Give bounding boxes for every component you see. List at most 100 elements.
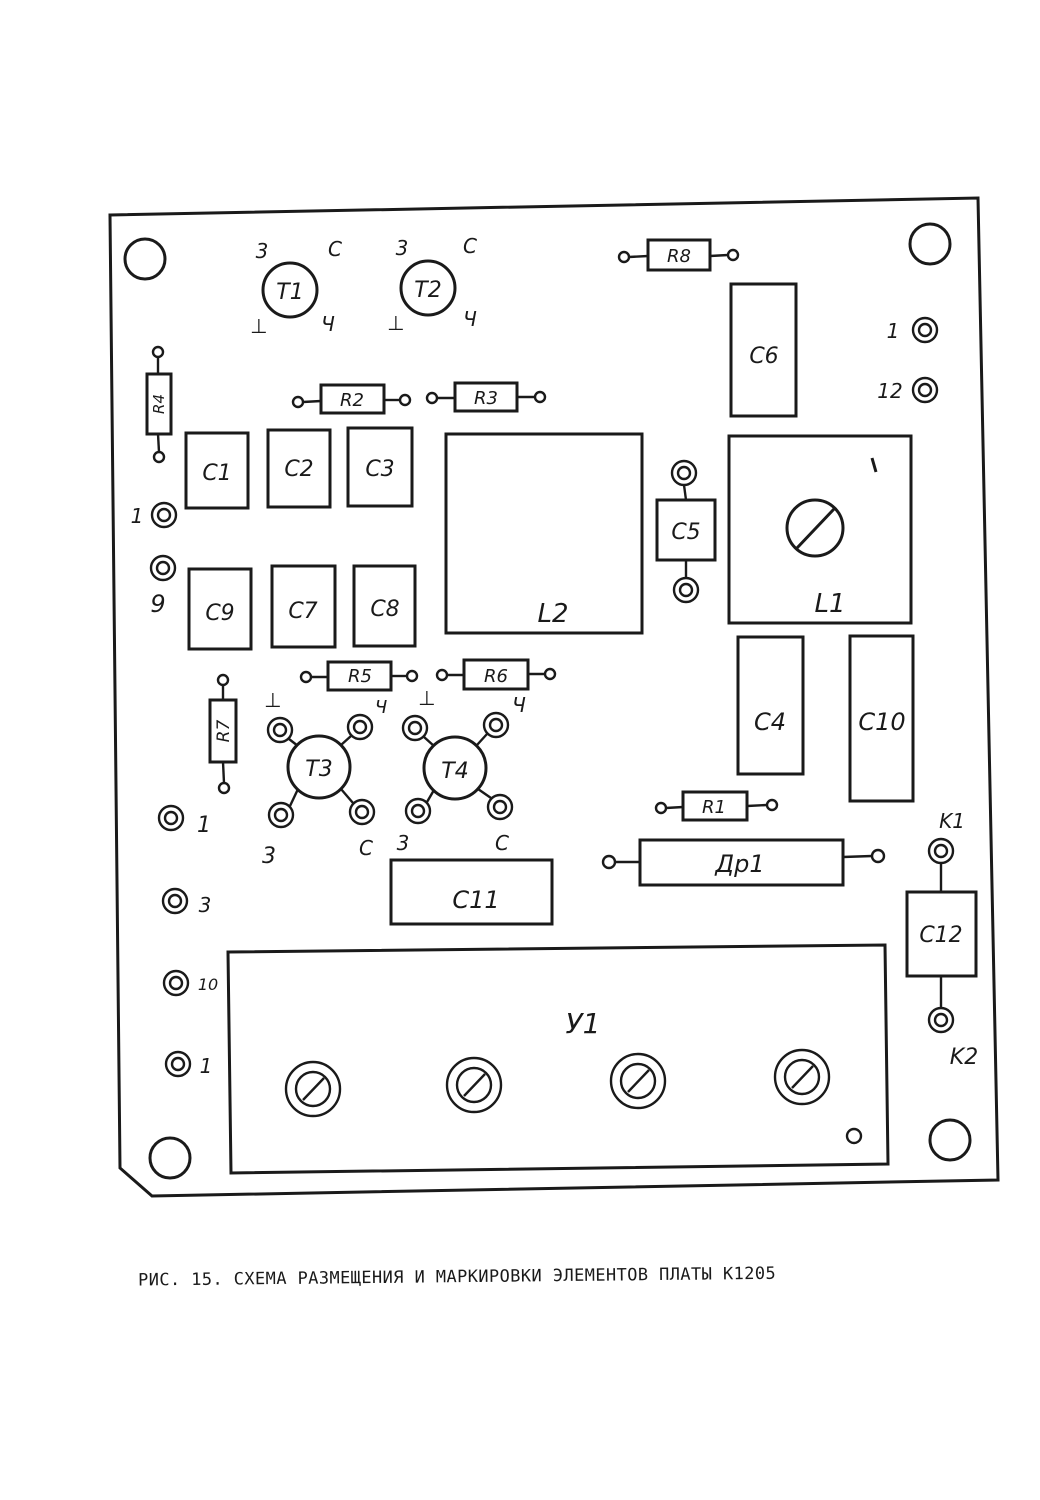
k2-label: K2 — [950, 1045, 978, 1070]
l2-label: L2 — [537, 599, 568, 629]
k1-label: K1 — [939, 809, 965, 833]
transistor-t4: T4 ⊥ Ч 3 C — [397, 686, 527, 855]
pad-pin-3: 3 — [161, 887, 212, 917]
c8-label: C8 — [370, 597, 399, 622]
inductor-l2: L2 — [444, 432, 644, 635]
choke-dr1: Др1 — [601, 838, 886, 887]
resistor-r3: R3 — [425, 381, 547, 413]
dr1-label: Др1 — [714, 850, 764, 878]
capacitor-c10: C10 — [848, 634, 915, 803]
t1-pin-c: C — [328, 237, 342, 261]
capacitor-c5: C5 — [655, 459, 717, 604]
t3-pin-ch: Ч — [375, 697, 387, 718]
t1-pin-e: 3 — [256, 239, 269, 263]
c9-label: C9 — [205, 601, 234, 626]
capacitor-c8: C8 — [352, 564, 417, 648]
capacitor-c7: C7 — [270, 564, 337, 649]
t4-label: T4 — [441, 759, 468, 784]
trimmer-3 — [609, 1052, 667, 1110]
trimmer-1 — [284, 1060, 342, 1118]
c11-label: C11 — [452, 886, 499, 914]
resistor-r2: R2 — [291, 383, 412, 415]
t3-label: T3 — [305, 757, 332, 782]
resistor-r4: R4 — [145, 345, 173, 464]
resistor-r5: R5 — [299, 660, 419, 692]
pad-pin-10: 10 — [162, 969, 218, 997]
mounting-hole-bottom-right — [928, 1118, 972, 1162]
transistor-t1: T1 3 C ⊥ Ч — [250, 237, 342, 338]
capacitor-c11: C11 — [389, 858, 554, 926]
r4-label: R4 — [150, 394, 168, 414]
t3-pin-b: ⊥ — [264, 688, 281, 712]
c4-label: C4 — [754, 708, 786, 736]
capacitor-c1: C1 — [184, 431, 250, 510]
r5-label: R5 — [348, 666, 372, 687]
mounting-hole-top-right — [908, 222, 952, 266]
mounting-hole-bottom-left — [148, 1136, 192, 1180]
r3-label: R3 — [474, 388, 498, 409]
mounting-hole-top-left — [123, 237, 167, 281]
t1-pin-b: ⊥ — [250, 314, 267, 338]
resistor-r6: R6 — [435, 658, 557, 691]
t4-pin-b: ⊥ — [418, 686, 435, 710]
capacitor-c6: C6 — [729, 282, 798, 418]
transistor-t2: T2 3 C ⊥ Ч — [387, 234, 477, 335]
r1-label: R1 — [702, 797, 726, 818]
t4-pin-ch: Ч — [512, 693, 526, 717]
c6-label: C6 — [749, 344, 778, 369]
t3-pin-c: C — [359, 836, 373, 860]
c10-label: C10 — [858, 708, 905, 736]
pad-pin-1-left-upper: 1 — [131, 501, 178, 529]
t4-pin-e: 3 — [397, 831, 410, 855]
transistor-t3: T3 ⊥ Ч 3 C — [262, 688, 387, 869]
c5-label: C5 — [671, 520, 700, 545]
capacitor-c3: C3 — [346, 426, 414, 508]
c1-label: C1 — [202, 461, 231, 486]
resistor-r8: R8 — [617, 238, 740, 272]
module-u1: У1 — [226, 943, 890, 1175]
resistor-r7: R7 — [208, 673, 238, 795]
pin-1-top-label: 1 — [887, 319, 900, 343]
c3-label: C3 — [365, 457, 394, 482]
r7-label: R7 — [214, 720, 234, 743]
r8-label: R8 — [667, 246, 691, 267]
pin-10-label: 10 — [198, 975, 218, 994]
u1-key-hole — [845, 1127, 863, 1145]
t1-label: T1 — [276, 280, 303, 305]
t2-pin-c: C — [463, 234, 477, 258]
pin-1-left-middle-label: 1 — [197, 813, 211, 838]
pad-pin-9: 9 — [149, 554, 177, 618]
pin-12-label: 12 — [877, 379, 902, 403]
r2-label: R2 — [340, 390, 364, 411]
t2-label: T2 — [414, 278, 441, 303]
pad-pin-1-top: 1 — [887, 316, 939, 344]
capacitor-c2: C2 — [266, 428, 332, 509]
capacitor-c9: C9 — [187, 567, 253, 651]
t2-pin-e: 3 — [396, 236, 409, 260]
resistor-r1: R1 — [654, 790, 779, 822]
t2-pin-ch: Ч — [463, 307, 477, 331]
pad-pin-1-left-middle: 1 — [157, 804, 211, 838]
capacitor-c4: C4 — [736, 635, 805, 776]
trimmer-2 — [445, 1056, 503, 1114]
pad-pin-12: 12 — [877, 376, 939, 404]
u1-label: У1 — [566, 1007, 601, 1040]
l1-label: L1 — [814, 589, 845, 619]
t1-pin-ch: Ч — [321, 312, 335, 336]
board-outline — [108, 196, 1000, 1198]
c12-label: C12 — [919, 923, 962, 948]
trimmer-4 — [773, 1048, 831, 1106]
c2-label: C2 — [284, 457, 313, 482]
t3-pin-e: 3 — [262, 844, 276, 869]
pin-1-left-lower-label: 1 — [200, 1054, 213, 1078]
pin-9-label: 9 — [150, 590, 165, 618]
pad-pin-1-left-lower: 1 — [164, 1050, 213, 1078]
c7-label: C7 — [288, 599, 317, 624]
r6-label: R6 — [484, 666, 508, 687]
t2-pin-b: ⊥ — [387, 311, 404, 335]
pin-1-left-upper-label: 1 — [131, 504, 144, 528]
pin-3-label: 3 — [199, 893, 212, 917]
inductor-l1: L1 — [727, 434, 913, 625]
t4-pin-c: C — [495, 831, 509, 855]
